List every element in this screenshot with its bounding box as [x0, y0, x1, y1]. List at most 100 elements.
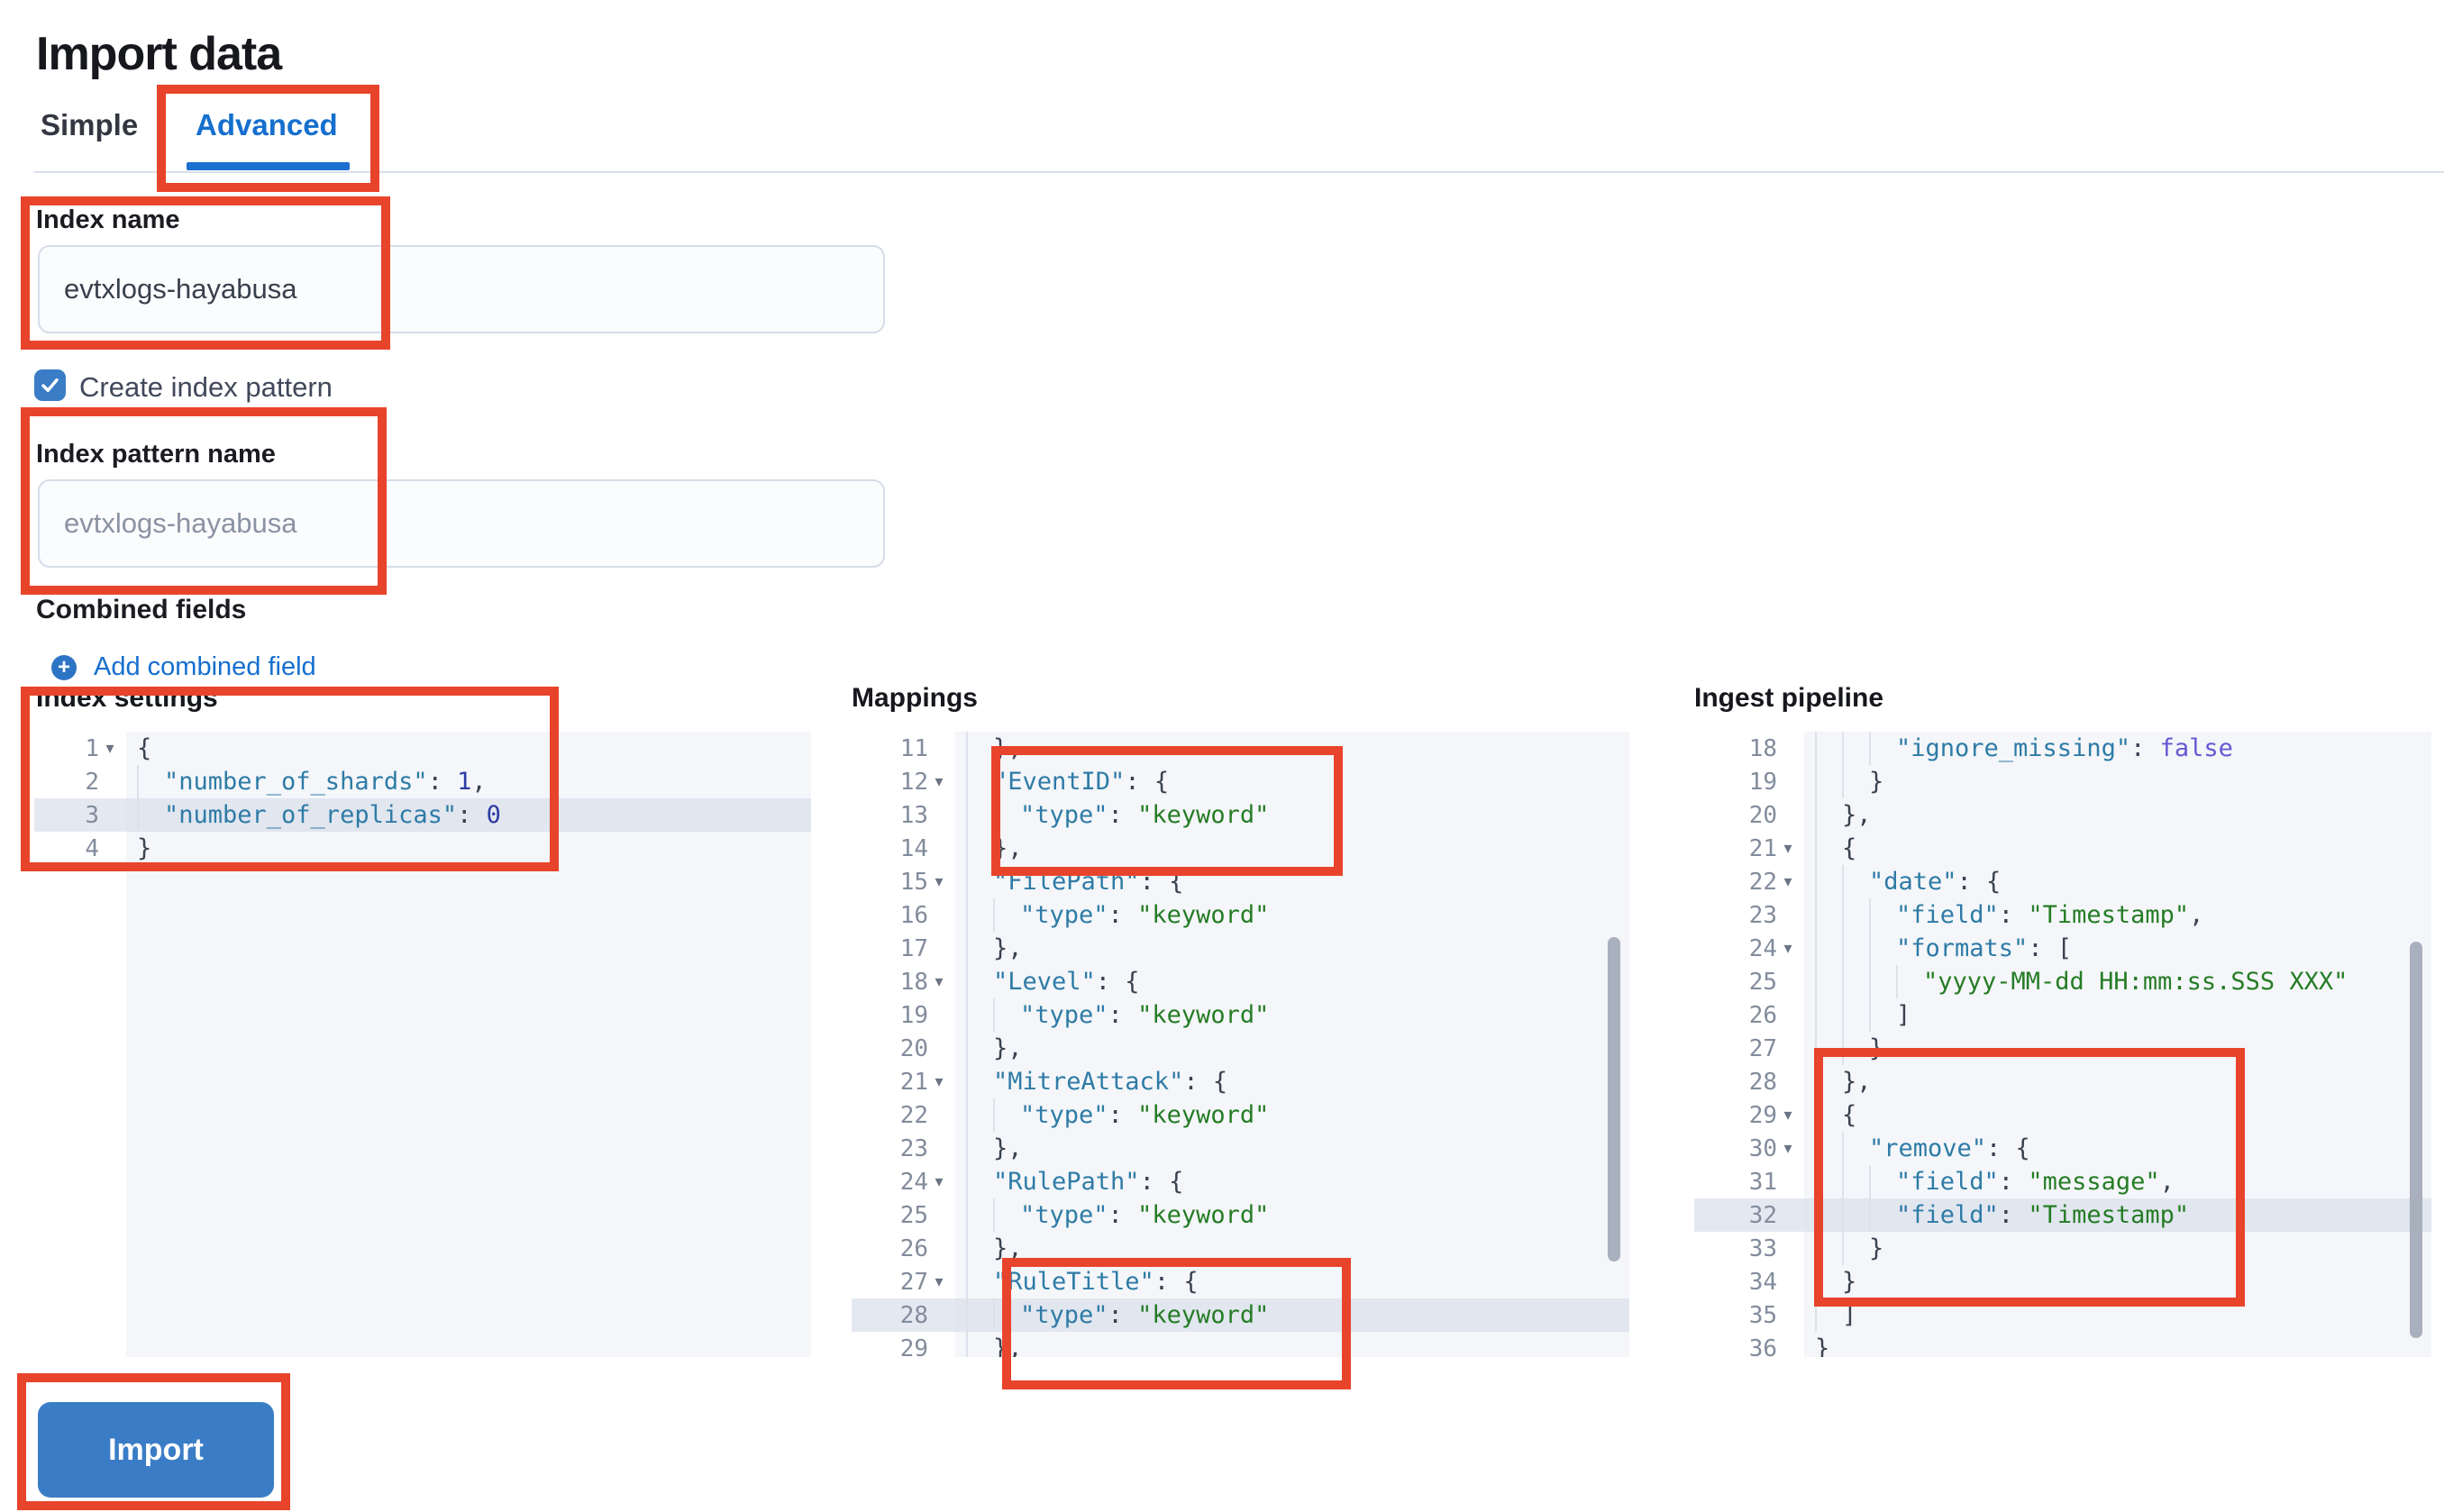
line-number: 35 [1748, 1301, 1777, 1329]
line-number: 20 [899, 1034, 928, 1062]
line-number: 19 [899, 1001, 928, 1029]
code-line: 35] [1694, 1298, 2431, 1332]
code-line: 36} [1694, 1332, 2431, 1357]
code-line: 17}, [852, 932, 1629, 965]
code-line: 15▾"FilePath": { [852, 865, 1629, 898]
fold-arrow-icon[interactable]: ▾ [1783, 872, 1792, 890]
line-number: 4 [85, 834, 99, 862]
line-number: 28 [899, 1301, 928, 1329]
line-number: 1 [85, 734, 99, 762]
fold-arrow-icon[interactable]: ▾ [935, 1272, 944, 1290]
fold-arrow-icon[interactable]: ▾ [1783, 1106, 1792, 1124]
create-index-pattern-label: Create index pattern [79, 371, 333, 403]
index-name-label: Index name [36, 205, 180, 234]
code-line: 25"type": "keyword" [852, 1198, 1629, 1232]
tab-advanced[interactable]: Advanced [196, 108, 338, 141]
code-line: 22"type": "keyword" [852, 1098, 1629, 1132]
code-line: 21▾"MitreAttack": { [852, 1065, 1629, 1098]
code-line: 19"type": "keyword" [852, 998, 1629, 1032]
code-line: 12▾"EventID": { [852, 765, 1629, 798]
line-number: 27 [899, 1268, 928, 1296]
code-line: 14}, [852, 832, 1629, 865]
fold-arrow-icon[interactable]: ▾ [935, 872, 944, 890]
code-line: 2"number_of_shards": 1, [34, 765, 811, 798]
page-title: Import data [36, 28, 282, 80]
code-line: 27} [1694, 1032, 2431, 1065]
line-number: 18 [899, 968, 928, 996]
line-number: 17 [899, 934, 928, 962]
line-number: 2 [85, 768, 99, 796]
line-number: 27 [1748, 1034, 1777, 1062]
line-number: 21 [899, 1068, 928, 1096]
mappings-scrollbar[interactable] [1608, 937, 1620, 1262]
code-line: 27▾"RuleTitle": { [852, 1265, 1629, 1298]
code-line: 26}, [852, 1232, 1629, 1265]
line-number: 14 [899, 834, 928, 862]
line-number: 21 [1748, 834, 1777, 862]
mappings-editor[interactable]: 11},12▾"EventID": {13"type": "keyword"14… [852, 721, 1629, 1357]
fold-arrow-icon[interactable]: ▾ [105, 739, 114, 757]
code-line: 26] [1694, 998, 2431, 1032]
code-line: 13"type": "keyword" [852, 798, 1629, 832]
line-number: 18 [1748, 734, 1777, 762]
create-index-pattern-checkbox[interactable] [34, 369, 66, 401]
fold-arrow-icon[interactable]: ▾ [1783, 939, 1792, 957]
index-pattern-name-input[interactable] [38, 479, 885, 568]
code-line: 34} [1694, 1265, 2431, 1298]
ingest-pipeline-scrollbar[interactable] [2410, 942, 2422, 1338]
line-number: 32 [1748, 1201, 1777, 1229]
code-line: 1▾{ [34, 732, 811, 765]
code-line: 4} [34, 832, 811, 865]
index-pattern-name-label: Index pattern name [36, 440, 276, 469]
line-number: 19 [1748, 768, 1777, 796]
code-line: 29}, [852, 1332, 1629, 1357]
fold-arrow-icon[interactable]: ▾ [1783, 1139, 1792, 1157]
code-line: 18▾"Level": { [852, 965, 1629, 998]
line-number: 22 [1748, 868, 1777, 896]
code-line: 18"ignore_missing": false [1694, 732, 2431, 765]
fold-arrow-icon[interactable]: ▾ [1783, 839, 1792, 857]
code-line: 25"yyyy-MM-dd HH:mm:ss.SSS XXX" [1694, 965, 2431, 998]
line-number: 26 [1748, 1001, 1777, 1029]
tabs-divider [34, 171, 2444, 173]
index-settings-editor[interactable]: 1▾{2"number_of_shards": 1,3"number_of_re… [34, 721, 811, 1357]
import-button[interactable]: Import [38, 1402, 274, 1498]
add-combined-field-link[interactable]: + Add combined field [51, 652, 316, 682]
code-line: 11}, [852, 732, 1629, 765]
line-number: 15 [899, 868, 928, 896]
fold-arrow-icon[interactable]: ▾ [935, 1172, 944, 1190]
code-line: 16"type": "keyword" [852, 898, 1629, 932]
fold-arrow-icon[interactable]: ▾ [935, 972, 944, 990]
code-line: 30▾"remove": { [1694, 1132, 2431, 1165]
mappings-label: Mappings [852, 683, 978, 713]
code-line: 28"type": "keyword" [852, 1298, 1629, 1332]
line-number: 16 [899, 901, 928, 929]
code-line: 21▾{ [1694, 832, 2431, 865]
add-combined-field-label: Add combined field [94, 652, 316, 681]
code-line: 20}, [852, 1032, 1629, 1065]
code-line: 24▾"RulePath": { [852, 1165, 1629, 1198]
line-number: 34 [1748, 1268, 1777, 1296]
code-line: 20}, [1694, 798, 2431, 832]
index-name-input[interactable] [38, 245, 885, 333]
line-number: 33 [1748, 1234, 1777, 1262]
tab-simple[interactable]: Simple [41, 108, 139, 141]
line-number: 25 [1748, 968, 1777, 996]
line-number: 11 [899, 734, 928, 762]
selected-tab-indicator [187, 162, 350, 170]
line-number: 29 [899, 1334, 928, 1358]
line-number: 30 [1748, 1134, 1777, 1162]
line-number: 13 [899, 801, 928, 829]
fold-arrow-icon[interactable]: ▾ [935, 1072, 944, 1090]
line-number: 23 [1748, 901, 1777, 929]
code-line: 23}, [852, 1132, 1629, 1165]
fold-arrow-icon[interactable]: ▾ [935, 772, 944, 790]
line-number: 29 [1748, 1101, 1777, 1129]
line-number: 28 [1748, 1068, 1777, 1096]
line-number: 3 [85, 801, 99, 829]
code-line: 31"field": "message", [1694, 1165, 2431, 1198]
line-number: 20 [1748, 801, 1777, 829]
line-number: 25 [899, 1201, 928, 1229]
index-settings-label: Index settings [36, 683, 218, 713]
